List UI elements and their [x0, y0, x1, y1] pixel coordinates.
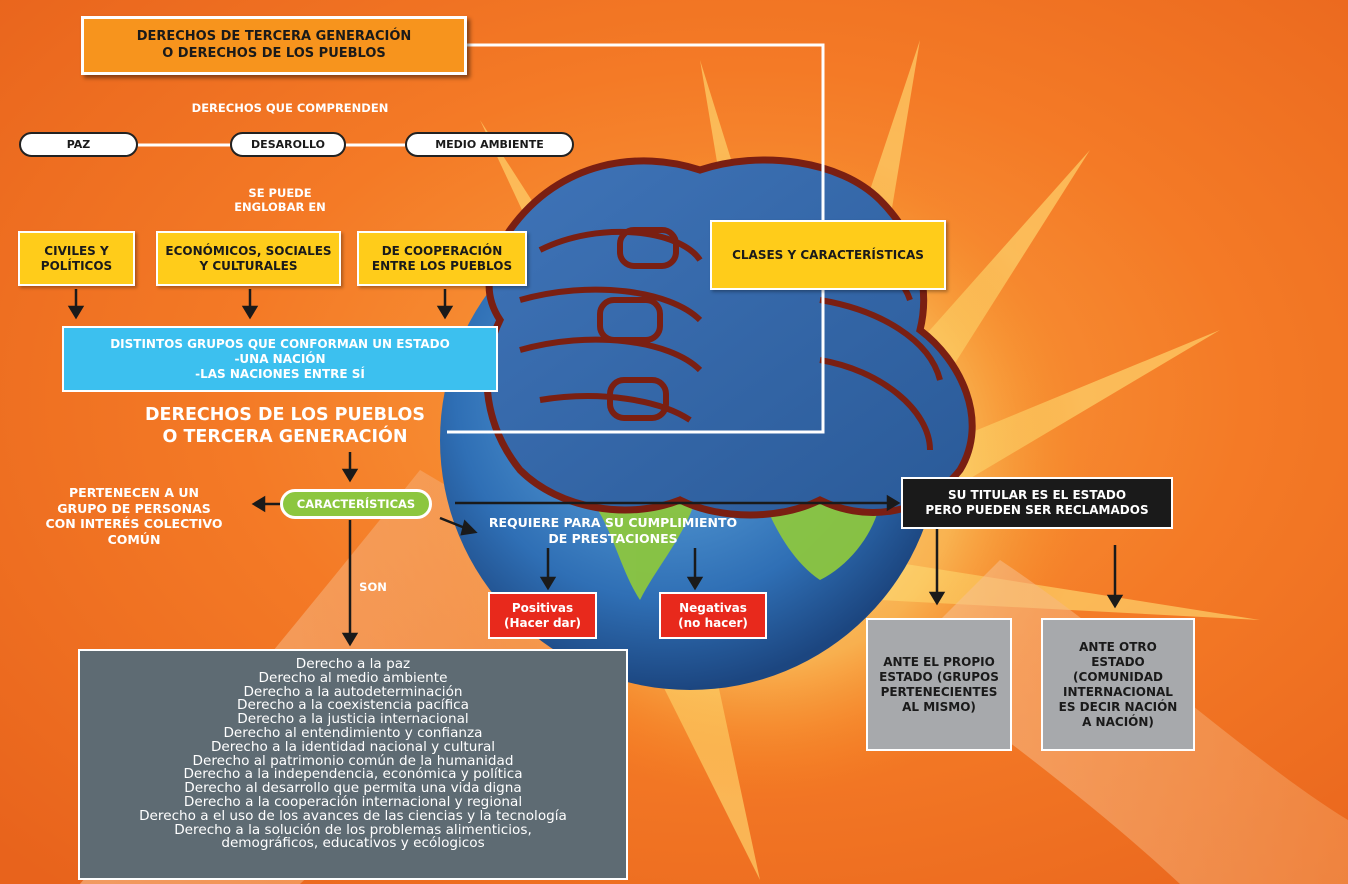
pill-paz: PAZ [19, 132, 138, 157]
pill-medio-ambiente: MEDIO AMBIENTE [405, 132, 574, 157]
rights-list-box: Derecho a la paz Derecho al medio ambien… [78, 649, 628, 880]
list-item: Derecho a la coexistencia pacífica [237, 697, 469, 714]
category-civiles: CIVILES Y POLÍTICOS [18, 231, 135, 286]
caracteristicas-pill: CARACTERÍSTICAS [280, 489, 432, 519]
grupos-box: DISTINTOS GRUPOS QUE CONFORMAN UN ESTADO… [62, 326, 498, 392]
pertenecen-label: PERTENECEN A UN GRUPO DE PERSONAS CON IN… [45, 485, 223, 547]
list-item: Derecho a la identidad nacional y cultur… [210, 738, 496, 755]
list-item: Derecho a la autodeterminación [243, 683, 463, 700]
main-title: DERECHOS DE TERCERA GENERACIÓN O DERECHO… [81, 16, 467, 75]
list-item: Derecho a la paz [295, 656, 411, 672]
list-item: Derecho a la independencia, económica y … [183, 766, 523, 783]
list-item: demográficos, educativos y ecólogicos [221, 835, 485, 852]
englobar-label: SE PUEDE ENGLOBAR EN [234, 186, 326, 215]
ante-otro-box: ANTE OTRO ESTADO (COMUNIDAD INTERNACIONA… [1041, 618, 1195, 751]
requiere-label: REQUIERE PARA SU CUMPLIMIENTO DE PRESTAC… [488, 515, 738, 546]
titular-box: SU TITULAR ES EL ESTADO PERO PUEDEN SER … [901, 477, 1173, 529]
list-item: Derecho a la solución de los problemas a… [174, 821, 532, 838]
comprenden-label: DERECHOS QUE COMPRENDEN [191, 101, 389, 115]
ante-propio-box: ANTE EL PROPIO ESTADO (GRUPOS PERTENECIE… [866, 618, 1012, 751]
list-item: Derecho al desarrollo que permita una vi… [184, 780, 522, 797]
list-item: Derecho al entendimiento y confianza [223, 724, 483, 741]
derechos-pueblos-label: DERECHOS DE LOS PUEBLOS O TERCERA GENERA… [145, 405, 425, 447]
list-item: Derecho al medio ambiente [258, 669, 448, 686]
list-item: Derecho a la cooperación internacional y… [183, 793, 523, 810]
list-item: Derecho a la justicia internacional [237, 711, 469, 728]
list-item: Derecho a el uso de los avances de las c… [139, 807, 567, 824]
positivas-box: Positivas (Hacer dar) [488, 592, 597, 639]
list-item: Derecho al patrimonio común de la humani… [192, 752, 514, 769]
pill-desarollo: DESAROLLO [230, 132, 346, 157]
son-label: SON [359, 580, 387, 594]
category-cooperacion: DE COOPERACIÓN ENTRE LOS PUEBLOS [357, 231, 527, 286]
negativas-box: Negativas (no hacer) [659, 592, 767, 639]
clases-caracteristicas-box: CLASES Y CARACTERÍSTICAS [710, 220, 946, 290]
category-economicos: ECONÓMICOS, SOCIALES Y CULTURALES [156, 231, 341, 286]
